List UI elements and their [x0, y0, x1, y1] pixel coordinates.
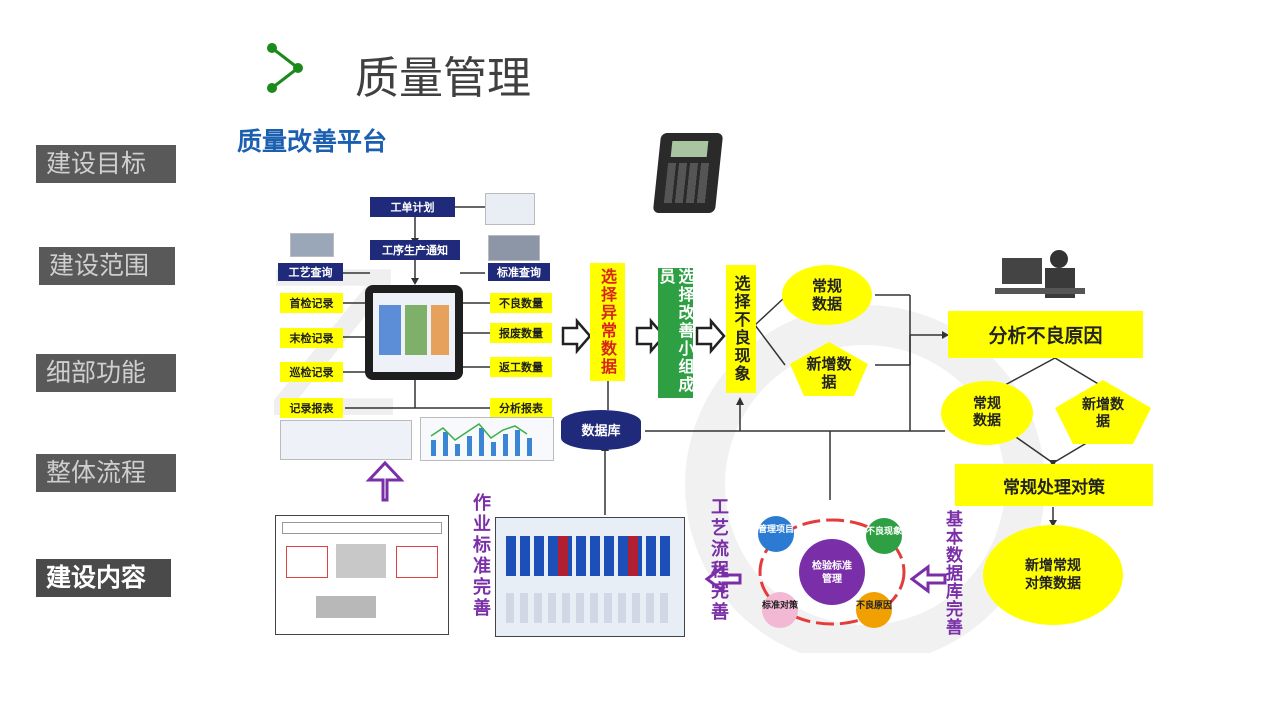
select-abnormal-box: 选择异常数据	[590, 263, 625, 381]
standard-query-box: 标准查询	[488, 263, 550, 281]
work-standard-complete-label: 作业标准完善	[470, 493, 491, 619]
work-plan-box: 工单计划	[370, 197, 455, 217]
database-cylinder	[561, 410, 641, 450]
new-data-label-2: 新增数据	[1082, 397, 1124, 430]
regular-data-circle-2: 常规数据	[941, 381, 1033, 445]
process-flow-panel	[495, 517, 685, 637]
title-bullet-icon	[267, 43, 303, 93]
new-regular-countermeasure-circle: 新增常规 对策数据	[983, 525, 1123, 625]
diagram-connectors	[320, 206, 1101, 594]
nav-item-functions[interactable]: 细部功能	[36, 354, 176, 392]
nav-item-content[interactable]: 建设内容	[36, 559, 171, 597]
patrol-check-box: 巡检记录	[280, 362, 343, 382]
cycle-item-defect-cause: 不良原因	[856, 601, 893, 611]
new-data-pentagon	[790, 342, 868, 396]
analysis-chart-screenshot	[420, 417, 554, 461]
inspection-standard-cycle	[758, 516, 906, 628]
new-data-label: 新增数据	[806, 355, 852, 391]
cycle-center-label: 检验标准管理	[812, 561, 852, 585]
cycle-item-management: 管理项目	[758, 525, 795, 535]
page-title: 质量管理	[355, 53, 531, 104]
rework-qty-box: 返工数量	[490, 357, 552, 377]
defect-qty-box: 不良数量	[490, 293, 552, 313]
handheld-terminal	[652, 133, 724, 213]
analyze-cause-box: 分析不良原因	[948, 311, 1143, 358]
office-worker-image	[990, 240, 1090, 305]
nav-item-scope[interactable]: 建设范围	[39, 247, 175, 285]
tablet-device	[365, 285, 463, 380]
nav-item-process[interactable]: 整体流程	[36, 454, 176, 492]
work-standard-document	[275, 515, 449, 635]
record-report-screenshot	[280, 420, 412, 460]
process-query-box: 工艺查询	[278, 263, 343, 281]
quality-platform-diagram: Z	[245, 133, 1165, 653]
first-check-box: 首检记录	[280, 293, 343, 313]
operator-photo	[485, 193, 535, 225]
process-flow-complete-label: 工艺流程完善	[708, 497, 729, 623]
scrap-qty-box: 报废数量	[490, 323, 552, 343]
select-defect-box: 选择不良现象	[726, 265, 756, 393]
select-group-box: 选择改善小组成员	[657, 268, 695, 398]
last-check-box: 末检记录	[280, 328, 343, 348]
basic-db-complete-label: 基本数据库完善	[942, 510, 962, 636]
equipment-photo	[290, 233, 334, 257]
nav-item-goals[interactable]: 建设目标	[36, 145, 176, 183]
regular-data-circle: 常规数据	[782, 265, 872, 325]
regular-countermeasure-box: 常规处理对策	[955, 464, 1153, 506]
equipment-photo-2	[488, 235, 540, 261]
database-label: 数据库	[581, 424, 621, 439]
page-subtitle: 质量改善平台	[237, 127, 388, 156]
cycle-item-standard-countermeasure: 标准对策	[762, 601, 799, 611]
new-data-pentagon-2	[1055, 380, 1151, 444]
cycle-item-defect-phenomenon: 不良现象	[866, 527, 903, 537]
record-report-box: 记录报表	[280, 398, 343, 418]
process-notice-box: 工序生产通知	[370, 240, 460, 260]
analysis-report-box: 分析报表	[490, 398, 552, 418]
